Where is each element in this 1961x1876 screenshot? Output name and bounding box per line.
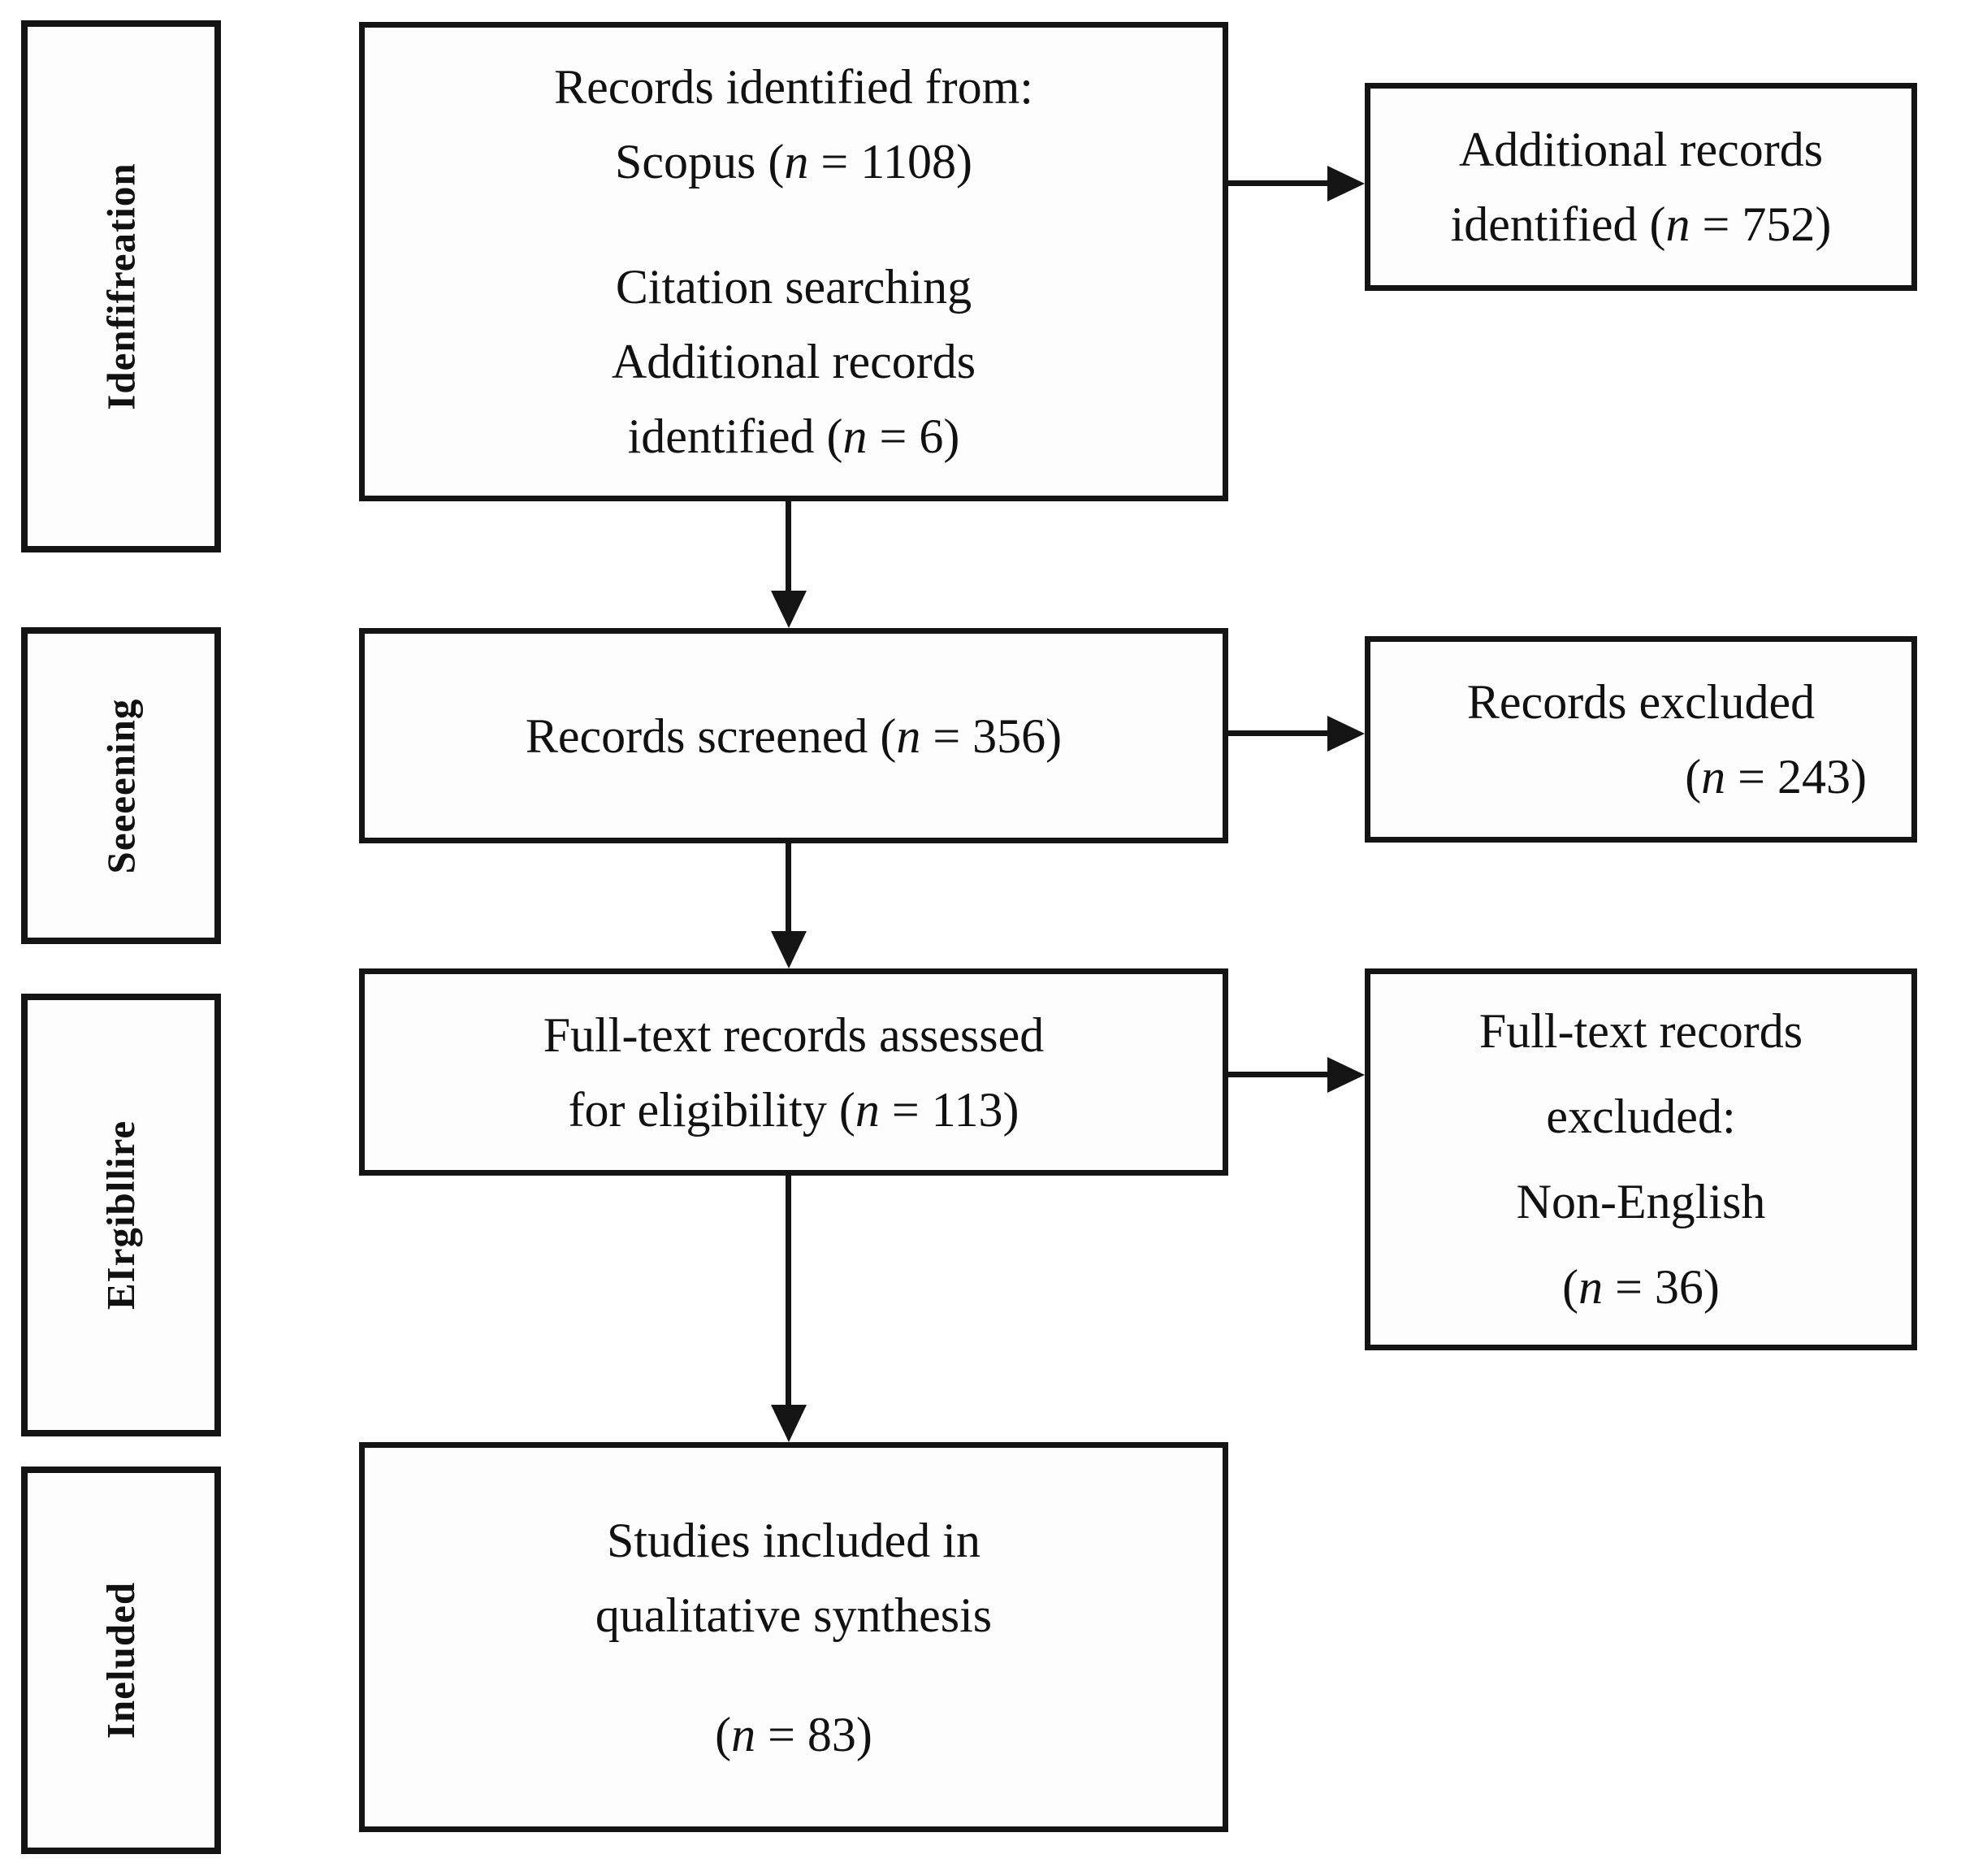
box-fulltext-excluded: Full-text records excluded: Non-English … — [1365, 968, 1917, 1350]
box-fulltext-excluded-line4: (n = 36) — [1562, 1260, 1720, 1314]
arrow-shaft — [1228, 730, 1331, 736]
arrow-shaft — [786, 501, 791, 594]
box-records-identified-line3: Citation searching — [615, 260, 972, 314]
box-studies-included-line1: Studies included in — [607, 1513, 980, 1567]
box-records-identified-line4: Additional records — [611, 335, 976, 388]
stage-box-identification: Idenfifreation — [21, 20, 221, 552]
box-fulltext-excluded-line3: Non-English — [1516, 1175, 1766, 1228]
stage-label-included: Ineluded — [98, 1581, 144, 1740]
box-fulltext-excluded-line1: Full-text records — [1478, 1004, 1803, 1058]
box-additional-identified: Additional records identified (n = 752) — [1365, 83, 1917, 291]
arrow-right-icon — [1327, 166, 1365, 201]
stage-label-screening: Seeeening — [98, 698, 144, 873]
arrow-right-icon — [1327, 1057, 1365, 1093]
box-records-screened-line1: Records screened (n = 356) — [525, 708, 1063, 763]
box-fulltext-assessed-line2: for eligibility (n = 113) — [568, 1082, 1019, 1137]
box-fulltext-assessed-line1: Full-text records assessed — [543, 1007, 1045, 1062]
arrow-down-icon — [771, 591, 807, 628]
stage-label-eligibility: EIrgibllire — [98, 1120, 144, 1311]
box-studies-included-line3: (n = 83) — [715, 1707, 872, 1761]
box-fulltext-excluded-line2: excluded: — [1546, 1090, 1736, 1143]
box-studies-included: Studies included in qualitative synthesi… — [359, 1442, 1228, 1832]
box-fulltext-assessed: Full-text records assessed for eligibili… — [359, 968, 1228, 1176]
box-records-excluded: Records excluded (n = 243) — [1365, 636, 1917, 843]
box-records-identified: Records identified from: Scopus (n = 110… — [359, 22, 1228, 501]
box-records-identified-line5: identified (n = 6) — [627, 409, 960, 463]
stage-box-eligibility: EIrgibllire — [21, 994, 221, 1436]
box-additional-identified-line2: identified (n = 752) — [1450, 197, 1832, 251]
stage-box-included: Ineluded — [21, 1467, 221, 1854]
arrow-down-icon — [771, 931, 807, 968]
box-records-identified-line1: Records identified from: — [554, 60, 1033, 114]
box-additional-identified-line1: Additional records — [1458, 123, 1824, 176]
box-records-screened: Records screened (n = 356) — [359, 628, 1228, 843]
arrow-shaft — [1228, 180, 1331, 186]
arrow-shaft — [786, 1176, 791, 1406]
box-studies-included-line2: qualitative synthesis — [595, 1588, 993, 1642]
arrow-right-icon — [1327, 716, 1365, 752]
box-records-excluded-line2: (n = 243) — [1685, 750, 1867, 804]
stage-label-identification: Idenfifreation — [98, 162, 144, 410]
arrow-shaft — [786, 843, 791, 933]
arrow-down-icon — [771, 1405, 807, 1442]
box-records-identified-line2: Scopus (n = 1108) — [615, 135, 972, 188]
box-records-excluded-line1: Records excluded — [1466, 675, 1816, 729]
stage-box-screening: Seeeening — [21, 627, 221, 944]
arrow-shaft — [1228, 1072, 1331, 1077]
